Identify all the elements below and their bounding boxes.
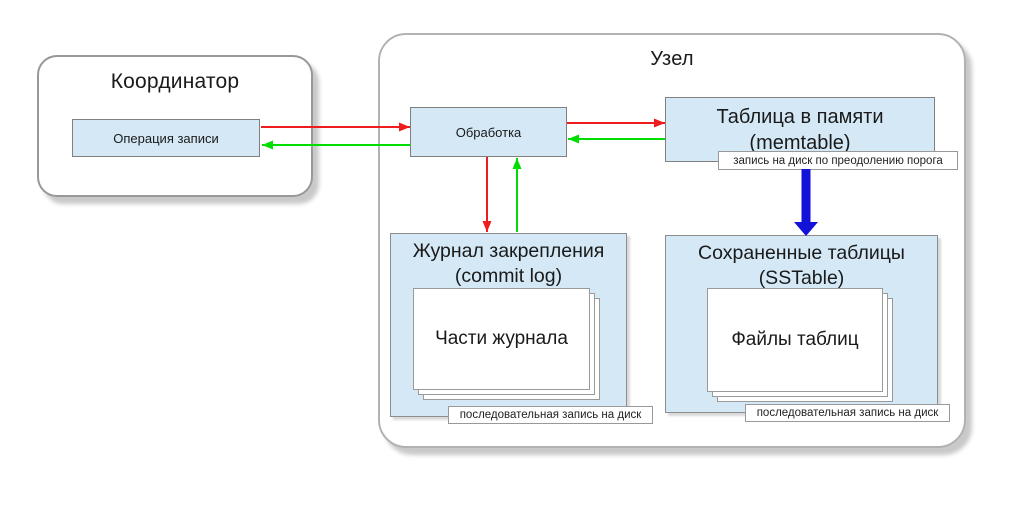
commitlog-sequential-note: последовательная запись на диск (448, 406, 653, 424)
sstable-pages-label: Файлы таблиц (731, 329, 859, 350)
sstable-title: Сохраненные таблицы (SSTable) (666, 236, 937, 291)
write-operation-label: Операция записи (113, 130, 219, 146)
commitlog-pages-label: Части журнала (435, 328, 568, 349)
memtable-title-line1: Таблица в памяти (716, 105, 884, 128)
sstable-page-stack: Файлы таблиц (707, 288, 893, 402)
commitlog-title: Журнал закрепления (commit log) (391, 234, 626, 289)
commitlog-title-line2: (commit log) (454, 265, 563, 287)
sstable-title-line1: Сохраненные таблицы (698, 242, 905, 264)
commitlog-title-line1: Журнал закрепления (412, 240, 605, 262)
processing-box: Обработка (410, 107, 567, 157)
memtable-title: Таблица в памяти (memtable) (716, 104, 883, 156)
sstable-pages-front: Файлы таблиц (707, 288, 883, 392)
write-operation-box: Операция записи (72, 119, 260, 157)
coordinator-title: Координатор (110, 70, 240, 93)
commitlog-page-stack: Части журнала (413, 288, 600, 400)
memtable-flush-note: запись на диск по преодолению порога (718, 151, 958, 170)
commitlog-pages-front: Части журнала (413, 288, 590, 390)
node-title: Узел (650, 48, 694, 70)
sstable-title-line2: (SSTable) (758, 267, 845, 289)
sstable-sequential-note: последовательная запись на диск (745, 404, 950, 422)
processing-label: Обработка (455, 124, 522, 140)
memtable-title-line2: (memtable) (749, 131, 851, 154)
